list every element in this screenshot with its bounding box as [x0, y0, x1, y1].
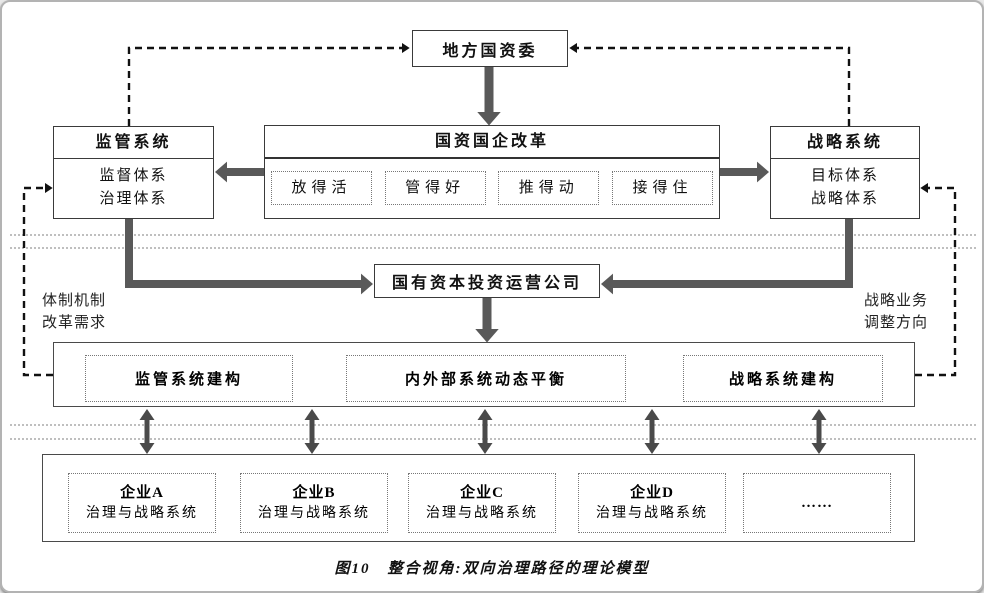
enterprise-a-sub: 治理与战略系统 — [86, 506, 198, 521]
note-right: 战略业务 调整方向 — [864, 290, 928, 334]
enterprise-c-sub: 治理与战略系统 — [426, 506, 538, 521]
node-reform: 国资国企改革 放得活 管得好 推得动 接得住 — [264, 125, 720, 219]
dashed-arrow-strategy-to-sasac — [569, 42, 851, 126]
dashed-arrow-construct-to-strategy — [915, 182, 957, 377]
balance-row-container: 监管系统建构 内外部系统动态平衡 战略系统建构 — [53, 342, 915, 407]
node-supervision-construct: 监管系统建构 — [85, 355, 293, 402]
node-enterprise-etc: …… — [743, 473, 891, 533]
node-enterprise-c: 企业C 治理与战略系统 — [408, 473, 556, 533]
strategy-line-1: 目标体系 — [810, 168, 879, 184]
note-left-line-2: 改革需求 — [42, 315, 107, 331]
enterprise-d-name: 企业D — [630, 485, 674, 501]
node-enterprise-a: 企业A 治理与战略系统 — [68, 473, 216, 533]
supervision-line-1: 监督体系 — [99, 168, 168, 184]
enterprise-a-name: 企业A — [120, 485, 164, 501]
reform-title: 国资国企改革 — [265, 126, 719, 159]
enterprise-c-name: 企业C — [460, 485, 504, 501]
dashed-arrow-construct-to-supervision — [22, 182, 53, 377]
reform-items: 放得活 管得好 推得动 接得住 — [265, 159, 719, 205]
arrow-supervision-to-company — [125, 219, 373, 295]
capital-company-label: 国有资本投资运营公司 — [391, 275, 582, 292]
arrow-strategy-to-company — [601, 219, 853, 295]
strategy-title: 战略系统 — [771, 127, 919, 159]
enterprise-b-sub: 治理与战略系统 — [258, 506, 370, 521]
enterprise-d-sub: 治理与战略系统 — [596, 506, 708, 521]
enterprise-b-name: 企业B — [292, 485, 336, 501]
node-enterprise-b: 企业B 治理与战略系统 — [240, 473, 388, 533]
enterprise-etc-name: …… — [801, 495, 833, 511]
node-capital-company: 国有资本投资运营公司 — [374, 264, 600, 298]
reform-item-3: 推得动 — [498, 171, 600, 205]
supervision-body: 监督体系 治理体系 — [54, 159, 213, 211]
node-local-sasac: 地方国资委 — [412, 30, 568, 67]
figure-caption: 图10 整合视角:双向治理路径的理论模型 — [334, 561, 650, 577]
reform-item-4: 接得住 — [611, 171, 713, 205]
note-left: 体制机制 改革需求 — [42, 290, 106, 334]
supervision-title: 监管系统 — [54, 127, 213, 159]
node-dynamic-balance: 内外部系统动态平衡 — [346, 355, 626, 402]
note-right-line-2: 调整方向 — [864, 315, 929, 331]
node-enterprise-d: 企业D 治理与战略系统 — [578, 473, 726, 533]
reform-item-1: 放得活 — [271, 171, 372, 205]
enterprise-container: 企业A 治理与战略系统 企业B 治理与战略系统 企业C 治理与战略系统 企业D … — [42, 454, 915, 542]
reform-item-2: 管得好 — [384, 171, 486, 205]
dashed-arrow-supervision-to-sasac — [127, 42, 410, 126]
node-strategy-system: 战略系统 目标体系 战略体系 — [770, 126, 920, 219]
node-local-sasac-label: 地方国资委 — [442, 42, 538, 60]
note-right-line-1: 战略业务 — [864, 293, 929, 309]
strategy-line-2: 战略体系 — [810, 191, 879, 207]
strategy-body: 目标体系 战略体系 — [771, 159, 919, 211]
node-strategy-construct: 战略系统建构 — [683, 355, 883, 402]
node-supervision-system: 监管系统 监督体系 治理体系 — [53, 126, 214, 219]
supervision-line-2: 治理体系 — [99, 191, 168, 207]
note-left-line-1: 体制机制 — [42, 293, 107, 309]
